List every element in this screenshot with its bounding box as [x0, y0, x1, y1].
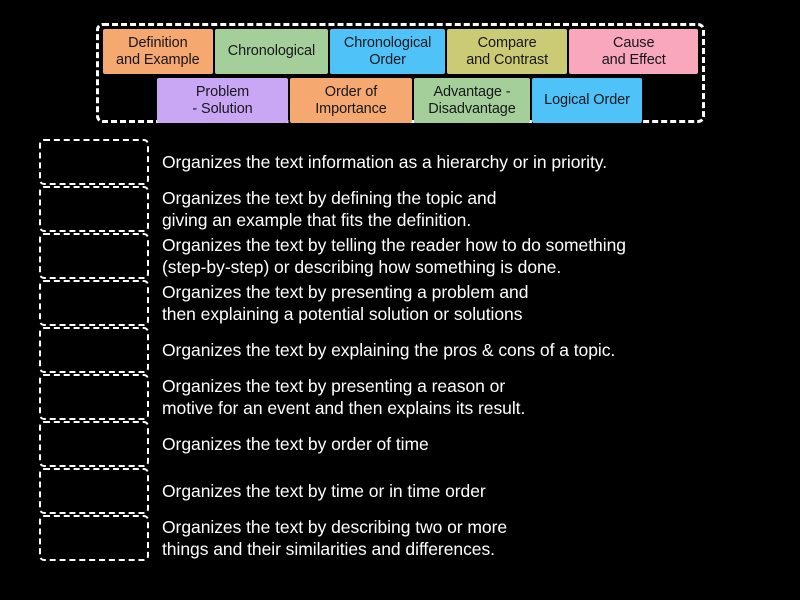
answer-text: Organizes the text by presenting a probl…: [162, 281, 529, 324]
drop-zone[interactable]: [39, 468, 149, 514]
answer-text: Organizes the text information as a hier…: [162, 151, 608, 172]
draggable-tile[interactable]: Problem - Solution: [157, 78, 288, 123]
draggable-tile[interactable]: Cause and Effect: [569, 29, 698, 74]
drop-zone[interactable]: [39, 327, 149, 373]
answer-row: Organizes the text by describing two or …: [0, 515, 800, 561]
draggable-tile[interactable]: Definition and Example: [103, 29, 213, 74]
drop-zone[interactable]: [39, 421, 149, 467]
answer-text: Organizes the text by order of time: [162, 433, 429, 454]
answer-text: Organizes the text by telling the reader…: [162, 234, 626, 277]
answer-row: Organizes the text by explaining the pro…: [0, 327, 800, 373]
drop-zone[interactable]: [39, 515, 149, 561]
answer-row: Organizes the text by presenting a reaso…: [0, 374, 800, 420]
drop-zone[interactable]: [39, 139, 149, 185]
drop-zone[interactable]: [39, 233, 149, 279]
answer-row: Organizes the text by order of time: [0, 421, 800, 467]
answer-row: Organizes the text information as a hier…: [0, 139, 800, 185]
answer-row: Organizes the text by time or in time or…: [0, 468, 800, 514]
draggable-tile[interactable]: Advantage - Disadvantage: [414, 78, 530, 123]
draggable-tile[interactable]: Chronological: [214, 29, 329, 74]
answer-row: Organizes the text by telling the reader…: [0, 233, 800, 279]
drop-zone[interactable]: [39, 280, 149, 326]
answer-text: Organizes the text by defining the topic…: [162, 187, 497, 230]
draggable-tile[interactable]: Chronological Order: [330, 29, 445, 74]
draggable-tile[interactable]: Logical Order: [532, 78, 642, 123]
draggable-tile[interactable]: Compare and Contrast: [446, 29, 568, 74]
answer-text: Organizes the text by explaining the pro…: [162, 339, 616, 360]
answer-text: Organizes the text by describing two or …: [162, 516, 508, 559]
drop-zone[interactable]: [39, 186, 149, 232]
answer-text: Organizes the text by time or in time or…: [162, 480, 486, 501]
answer-text: Organizes the text by presenting a reaso…: [162, 375, 526, 418]
drop-zone[interactable]: [39, 374, 149, 420]
answer-row: Organizes the text by defining the topic…: [0, 186, 800, 232]
answer-list: Organizes the text information as a hier…: [0, 139, 800, 562]
answer-row: Organizes the text by presenting a probl…: [0, 280, 800, 326]
draggable-tile[interactable]: Order of Importance: [290, 78, 412, 123]
